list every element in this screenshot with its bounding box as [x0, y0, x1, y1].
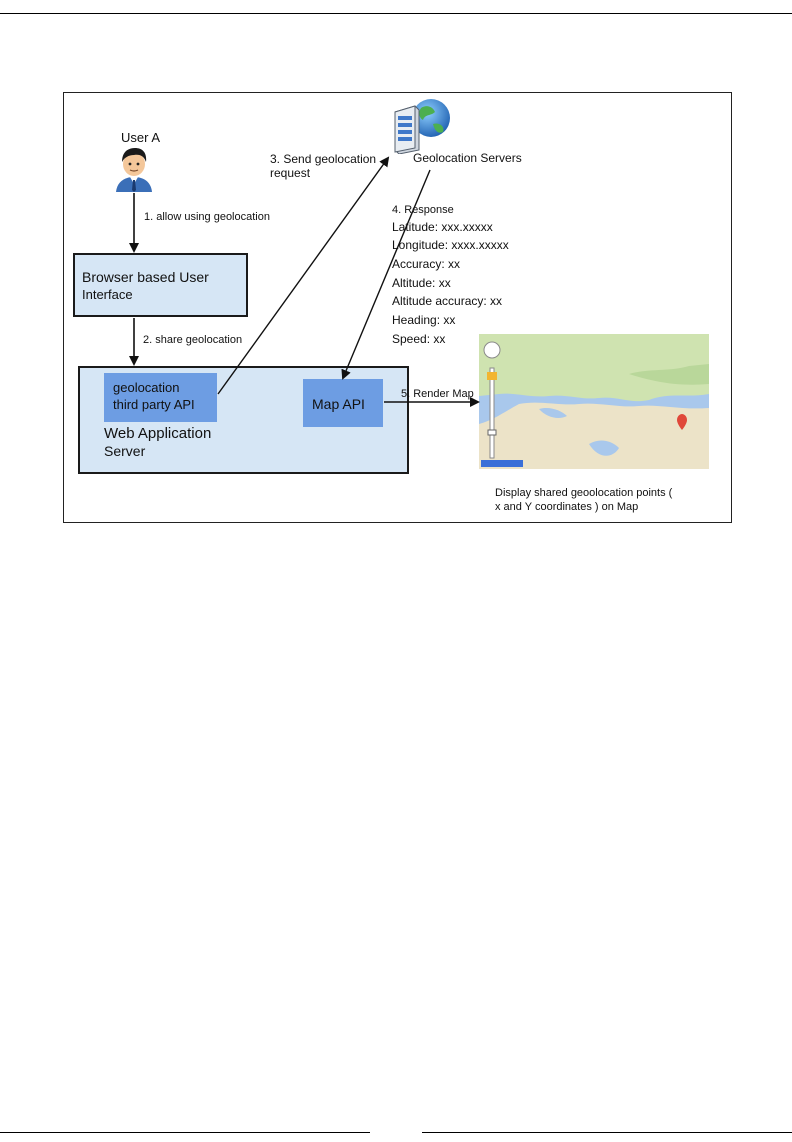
geolocation-api-label-line1: geolocation	[113, 380, 180, 395]
page-bottom-rule-right	[422, 1132, 792, 1133]
page-top-rule	[0, 13, 792, 14]
step-4-label: 4. Response	[392, 204, 454, 216]
web-application-server-label-line1: Web Application	[104, 425, 212, 442]
world-map-image	[479, 334, 709, 469]
response-item-latitude: Latitude: xxx.xxxxx	[392, 220, 493, 234]
step-1-label: 1. allow using geolocation	[144, 211, 270, 223]
geolocation-server-icon	[394, 99, 450, 154]
response-item-speed: Speed: xx	[392, 332, 446, 346]
response-item-heading: Heading: xx	[392, 313, 456, 327]
user-a-label: User A	[121, 130, 161, 145]
map-api-label: Map API	[312, 396, 365, 412]
browser-ui-label-line2: Interface	[82, 287, 133, 302]
geolocation-api-box	[104, 373, 217, 422]
response-item-altitude-accuracy: Altitude accuracy: xx	[392, 294, 503, 308]
display-caption-line1: Display shared geoolocation points (	[495, 487, 673, 499]
page-bottom-rule-left	[0, 1132, 370, 1133]
step-5-label: 5. Render Map	[401, 388, 474, 400]
step-3-label-line2: request	[270, 166, 311, 180]
response-item-longitude: Longitude: xxxx.xxxxx	[392, 238, 509, 252]
step-2-label: 2. share geolocation	[143, 334, 243, 346]
geolocation-servers-label: Geolocation Servers	[413, 151, 522, 165]
geolocation-api-label-line2: third party API	[113, 397, 195, 412]
step-3-label-line1: 3. Send geolocation	[270, 152, 377, 166]
user-icon	[116, 148, 152, 192]
web-application-server-label-line2: Server	[104, 443, 146, 459]
display-caption-line2: x and Y coordinates ) on Map	[495, 501, 639, 513]
response-item-altitude: Altitude: xx	[392, 276, 451, 290]
response-item-accuracy: Accuracy: xx	[392, 257, 461, 271]
browser-ui-label-line1: Browser based User	[82, 269, 209, 285]
